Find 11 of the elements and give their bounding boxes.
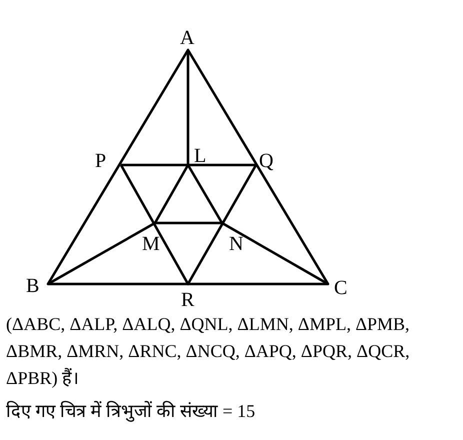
point-label: M — [142, 234, 160, 254]
triangle-list-text: (ΔABC, ΔALP, ΔALQ, ΔQNL, ΔLMN, ΔMPL, ΔPMB, ΔBMR, ΔMRN, ΔRNC, ΔNCQ, ΔAPQ, ΔPQR, ΔQCR, ΔPBR) हैं। — [6, 313, 411, 390]
point-label: Q — [259, 151, 274, 171]
point-label: C — [334, 278, 348, 298]
point-label: A — [180, 28, 194, 48]
point-label: R — [181, 290, 194, 310]
point-label: B — [26, 276, 40, 296]
point-label: N — [229, 234, 244, 254]
answer-text: दिए गए चित्र में त्रिभुजों की संख्या = 15 — [6, 400, 256, 424]
point-label: L — [194, 146, 206, 166]
point-label: P — [95, 151, 106, 171]
